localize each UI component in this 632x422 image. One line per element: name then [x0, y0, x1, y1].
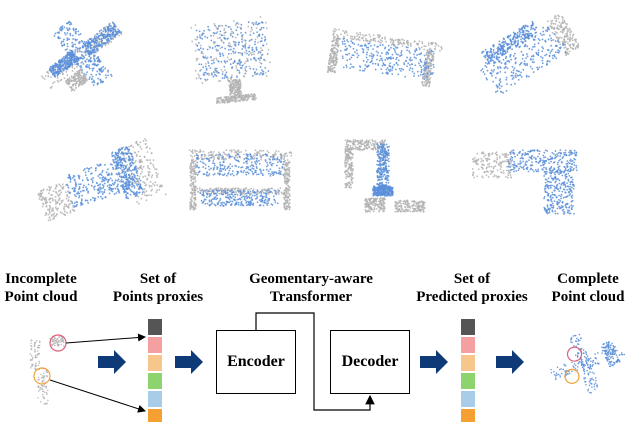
proxy-token [460, 354, 476, 372]
proxy-token [147, 336, 163, 354]
proxy-token [147, 354, 163, 372]
proxy-token [147, 318, 163, 336]
decoder-label: Decoder [341, 353, 399, 370]
proxy-token [147, 390, 163, 408]
proxy-token [460, 336, 476, 354]
encoder-label: Encoder [227, 353, 285, 370]
monitor-point-cloud-icon [190, 16, 271, 104]
proxy-token [147, 372, 163, 390]
encoder-block: Encoder [216, 330, 296, 394]
shape-gallery [37, 14, 580, 222]
encoder-decoder-connector [255, 312, 375, 411]
complete-point-cloud-label: Complete Point cloud [551, 271, 625, 305]
proxy-token [460, 318, 476, 336]
gun-point-cloud-icon [471, 149, 578, 215]
proxy-token [147, 408, 163, 422]
proxy-token [460, 390, 476, 408]
proxy-token [460, 408, 476, 422]
watercraft-point-cloud-icon [480, 14, 580, 94]
faucet-point-cloud-icon [344, 139, 426, 213]
complete-point-cloud-icon [550, 333, 626, 394]
arrow-to-points-proxies [98, 350, 126, 374]
transformer-label: Geomentary-aware Transformer [249, 271, 373, 305]
decoder-block: Decoder [330, 330, 410, 394]
proxy-token [460, 372, 476, 390]
bench-point-cloud-icon [326, 27, 443, 88]
airplane-point-cloud-icon [41, 20, 123, 92]
table-point-cloud-icon [188, 149, 293, 211]
predicted-proxies-stack [460, 318, 476, 422]
arrow-to-encoder [175, 350, 203, 374]
sofa-point-cloud-icon [37, 138, 167, 222]
incomplete-point-cloud-icon [29, 334, 67, 405]
points-proxies-stack [147, 318, 163, 422]
points-proxies-label: Set of Points proxies [112, 271, 204, 305]
arrow-to-predicted-proxies [420, 350, 448, 374]
feature-connector-top [65, 333, 146, 344]
predicted-proxies-label: Set of Predicted proxies [416, 271, 528, 305]
feature-connector-bottom [49, 379, 146, 413]
incomplete-point-cloud-label: Incomplete Point cloud [4, 271, 78, 305]
arrow-to-complete [496, 350, 524, 374]
